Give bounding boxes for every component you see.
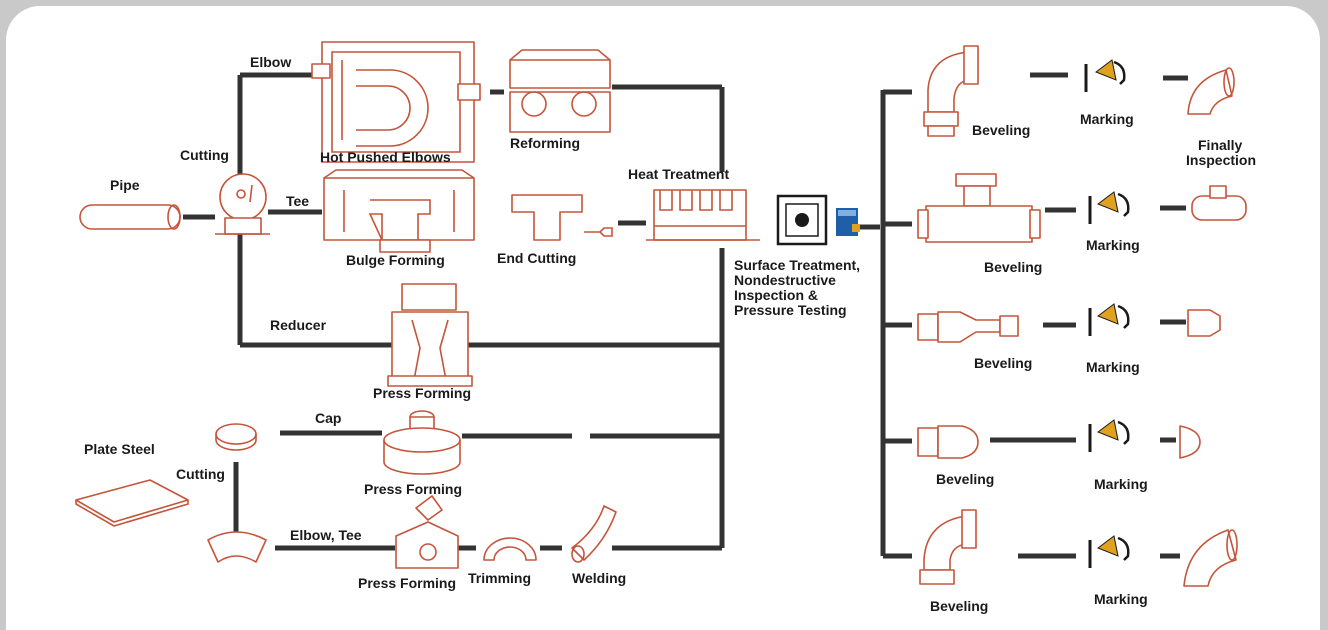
branch4-cap-beveling-icon: [917, 425, 979, 459]
reducer-press-forming-icon: [387, 283, 473, 387]
branch3-finished-reducer-icon: [1187, 309, 1221, 337]
welding-label: Welding: [572, 570, 626, 586]
branch2-tee-beveling-icon: [917, 173, 1041, 243]
bulge-forming-machine-icon: [323, 169, 475, 253]
cap-blank-icon: [215, 423, 257, 451]
branch5-finished-elbow-icon: [1183, 529, 1238, 587]
cap-label: Cap: [315, 410, 341, 426]
branch2-marking-icon: [1088, 191, 1130, 224]
branch5-beveling-label: Beveling: [930, 598, 988, 614]
reforming-label: Reforming: [510, 135, 580, 151]
tee-label: Tee: [286, 193, 309, 209]
pipe-part-icon: [79, 204, 181, 230]
branch3-marking-label: Marking: [1086, 359, 1140, 375]
branch3-marking-icon: [1088, 303, 1130, 336]
branch4-marking-label: Marking: [1094, 476, 1148, 492]
branch3-reducer-beveling-icon: [917, 311, 1019, 343]
diagram-frame: [6, 6, 1320, 630]
trimming-label: Trimming: [468, 570, 531, 586]
elbow-blank-icon: [207, 531, 267, 563]
branch1-elbow-beveling-icon: [923, 45, 979, 137]
press-forming-cap-label: Press Forming: [364, 481, 462, 497]
branch5-marking-icon: [1088, 535, 1130, 568]
plate-press-forming-icon: [395, 495, 459, 569]
elbow-tee-label: Elbow, Tee: [290, 527, 362, 543]
press-forming-reducer-label: Press Forming: [373, 385, 471, 401]
heat-treatment-furnace-icon: [646, 189, 760, 241]
reducer-label: Reducer: [270, 317, 327, 333]
press-forming-plate-label: Press Forming: [358, 575, 456, 591]
surface-treatment-label-line1: Surface Treatment,: [734, 257, 860, 273]
branch4-marking-icon: [1088, 419, 1130, 452]
surface-treatment-label-line4: Pressure Testing: [734, 302, 847, 318]
cutting-plate-label: Cutting: [176, 466, 225, 482]
bulge-forming-label: Bulge Forming: [346, 252, 445, 268]
end-cutting-label: End Cutting: [497, 250, 576, 266]
surface-treatment-label-line3: Inspection &: [734, 287, 818, 303]
hot-pushed-elbows-label: Hot Pushed Elbows: [320, 149, 451, 165]
branch2-finished-tee-icon: [1191, 185, 1247, 221]
branch2-marking-label: Marking: [1086, 237, 1140, 253]
cap-press-forming-icon: [383, 410, 461, 475]
branch1-finished-elbow-icon: [1187, 67, 1235, 115]
welding-elbow-icon: [571, 505, 617, 563]
branch3-beveling-label: Beveling: [974, 355, 1032, 371]
finally-inspection-label-line2: Inspection: [1186, 152, 1256, 168]
cutting-pipe-label: Cutting: [180, 147, 229, 163]
diagram-labels: Pipe Cutting Elbow Tee Reducer Hot Pushe…: [84, 54, 1256, 614]
branch1-marking-label: Marking: [1080, 111, 1134, 127]
pipe-label: Pipe: [110, 177, 140, 193]
branch5-marking-label: Marking: [1094, 591, 1148, 607]
branch4-beveling-label: Beveling: [936, 471, 994, 487]
reforming-press-icon: [509, 49, 611, 133]
branch5-elbow-beveling-icon: [919, 509, 977, 585]
elbow-label: Elbow: [250, 54, 291, 70]
connector-lines: [183, 72, 1188, 559]
surface-treatment-station-icon: [776, 194, 860, 246]
branch2-beveling-label: Beveling: [984, 259, 1042, 275]
pipe-cutting-machine-icon: [215, 173, 270, 235]
end-cutting-tool-icon: [511, 194, 613, 241]
heat-treatment-label: Heat Treatment: [628, 166, 729, 182]
surface-treatment-label-line2: Nondestructive: [734, 272, 836, 288]
plate-steel-icon: [75, 479, 189, 527]
hot-pushed-elbow-machine-icon: [311, 41, 481, 163]
trimming-elbow-icon: [483, 537, 537, 561]
branch1-beveling-label: Beveling: [972, 122, 1030, 138]
branch4-finished-cap-icon: [1179, 425, 1201, 459]
finally-inspection-label-line1: Finally: [1198, 137, 1243, 153]
plate-steel-label: Plate Steel: [84, 441, 155, 457]
branch1-marking-icon: [1084, 59, 1126, 92]
